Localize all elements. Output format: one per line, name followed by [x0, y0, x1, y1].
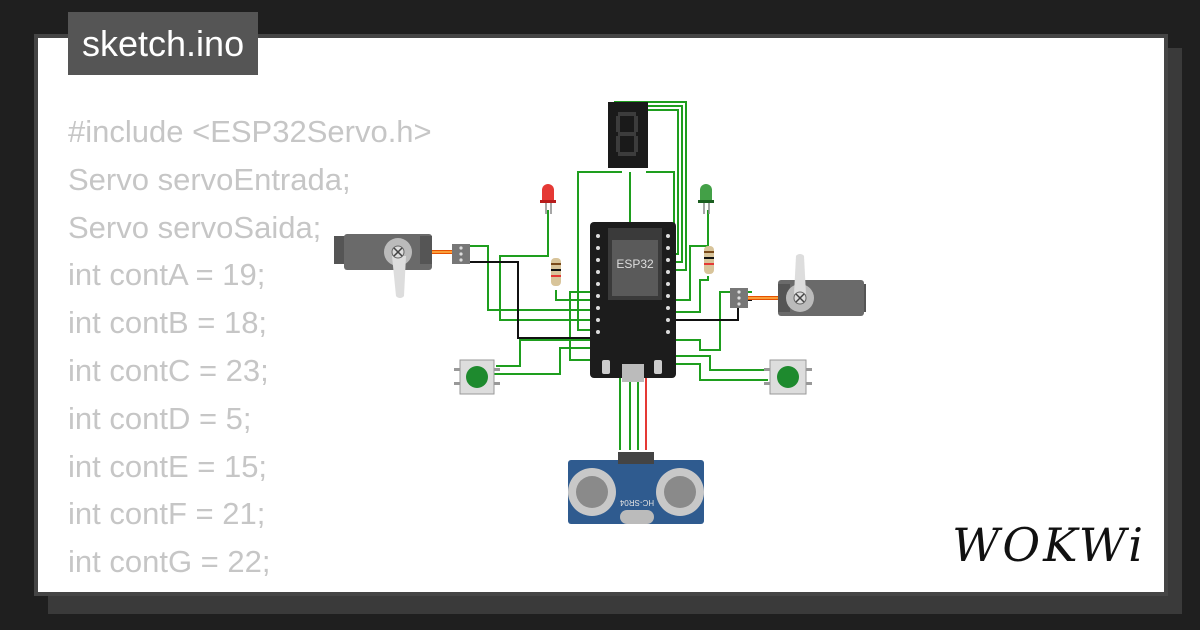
sensor-label: HC-SR04: [619, 498, 654, 507]
code-line: int contD = 5;: [68, 400, 252, 436]
code-line: int contB = 18;: [68, 305, 268, 341]
code-preview: #include <ESP32Servo.h> Servo servoEntrad…: [68, 108, 432, 593]
resistor-icon: [551, 258, 561, 286]
circuit-diagram: ESP32: [334, 101, 866, 524]
wokwi-logo: WOKWi: [952, 518, 1146, 572]
code-line: int contE = 15;: [68, 448, 268, 484]
preview-card: #include <ESP32Servo.h> Servo servoEntrad…: [34, 34, 1168, 596]
seven-segment-display: [608, 102, 648, 168]
red-led-icon: [540, 184, 556, 214]
board-label: ESP32: [616, 257, 654, 271]
code-line: int contA = 19;: [68, 257, 266, 293]
green-led-icon: [698, 184, 714, 214]
code-line: int contC = 23;: [68, 352, 269, 388]
code-line: int ...: [68, 586, 432, 593]
code-line: Servo servoSaida;: [68, 209, 322, 245]
code-line: int contG = 22;: [68, 544, 271, 580]
code-line: #include <ESP32Servo.h>: [68, 114, 432, 149]
servo-left-icon: [334, 234, 470, 298]
esp32-board: ESP32: [590, 222, 676, 382]
pushbutton-left-icon: [454, 359, 500, 395]
code-line: Servo servoEntrada;: [68, 161, 351, 197]
pushbutton-right-icon: [764, 359, 812, 395]
servo-right-icon: [730, 253, 866, 316]
code-line: int contF = 21;: [68, 496, 266, 532]
resistor-icon: [704, 246, 714, 274]
file-title-tab[interactable]: sketch.ino: [68, 12, 259, 75]
ultrasonic-sensor-icon: HC-SR04: [568, 452, 704, 524]
